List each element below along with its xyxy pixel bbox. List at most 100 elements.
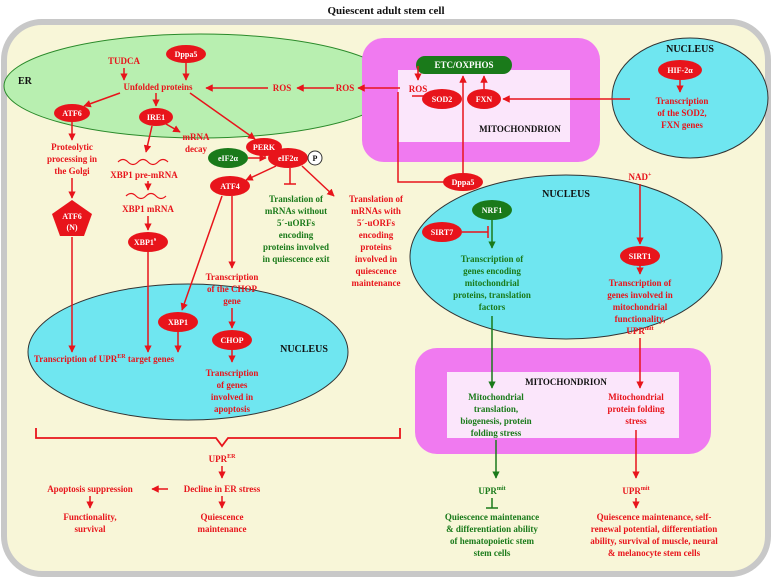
translation-with-uorf: Translation of mRNAs with 5´-uORFs encod…	[349, 194, 404, 288]
ire1-node	[139, 108, 173, 126]
proteolytic-text-3: the Golgi	[54, 166, 90, 176]
sirt1-node	[620, 246, 660, 266]
arrow-eif2ap-uorf	[301, 165, 335, 197]
mrna-decay-text-1: mRNA	[183, 132, 210, 142]
perk-label: PERK	[253, 143, 276, 152]
translation-no-uorf: Translation of mRNAs without 5´-uORFs en…	[263, 194, 330, 264]
hif2a-node	[658, 60, 702, 80]
arrow-ire1-xbp1pre	[143, 125, 153, 153]
functionality-text-2: survival	[74, 524, 106, 534]
mrna-decay-text-2: decay	[185, 144, 207, 154]
eif2a-p-node	[268, 148, 308, 168]
svg-text:translation,: translation,	[474, 404, 518, 414]
upr-mit-green-label: UPRmit	[478, 486, 505, 496]
svg-text:of hematopoietic stem: of hematopoietic stem	[450, 536, 534, 546]
upr-er-brace	[35, 428, 401, 448]
mitochondrion-top-label: MITOCHONDRION	[479, 124, 561, 134]
svg-text:Quiescence maintenance, self-: Quiescence maintenance, self-	[597, 512, 712, 522]
xbp1-mrna-label: XBP1 mRNA	[122, 204, 174, 214]
svg-text:of genes: of genes	[217, 380, 248, 390]
nucleus-left-label: NUCLEUS	[280, 344, 328, 355]
atf4-label: ATF4	[220, 182, 239, 191]
chop-text-2: of the CHOP	[207, 284, 257, 294]
sirt1-transcription-text: Transcription of genes involved in mitoc…	[607, 278, 673, 336]
atf6n-label-1: ATF6	[62, 212, 81, 221]
mito-green-text: Mitochondrial translation, biogenesis, p…	[460, 392, 531, 438]
inhibit-upr-green	[486, 498, 498, 509]
xbp1-label: XBP1	[168, 318, 188, 327]
eif2a-node	[208, 148, 248, 168]
svg-text:apoptosis: apoptosis	[214, 404, 251, 414]
svg-text:mitochondrial: mitochondrial	[613, 302, 668, 312]
svg-text:encoding: encoding	[359, 230, 394, 240]
svg-text:protein folding: protein folding	[607, 404, 665, 414]
svg-text:involved in: involved in	[211, 392, 253, 402]
svg-text:Quiescence maintenance: Quiescence maintenance	[445, 512, 539, 522]
sod2-fxn-transcription-3: FXN genes	[661, 120, 703, 130]
svg-text:maintenance: maintenance	[352, 278, 401, 288]
xbp1s-label: XBP1s	[134, 237, 157, 247]
nucleus-top	[611, 37, 769, 159]
inhibit-eif2ap-translation	[284, 168, 296, 185]
figure-title: Quiescent adult stem cell	[327, 5, 444, 17]
svg-text:Translation of: Translation of	[349, 194, 404, 204]
svg-text:mitochondrial: mitochondrial	[465, 278, 520, 288]
atf6-node	[54, 104, 90, 122]
unfolded-proteins-label: Unfolded proteins	[123, 82, 193, 92]
chop-node	[212, 330, 252, 350]
svg-text:Transcription: Transcription	[206, 368, 259, 378]
dppa5-mito-node	[443, 173, 483, 191]
proteolytic-text-2: processing in	[47, 154, 97, 164]
svg-text:quiescence: quiescence	[356, 266, 397, 276]
nrf1-transcription-text: Transcription of genes encoding mitochon…	[453, 254, 531, 312]
dppa5-mito-label: Dppa5	[452, 178, 475, 187]
svg-text:stem cells: stem cells	[474, 548, 511, 558]
arrow-eif2ap-atf4	[245, 165, 277, 181]
eif2a-p-label: eIF2α	[278, 154, 299, 163]
quiescence-text-2: maintenance	[198, 524, 247, 534]
quiescence-text-1: Quiescence	[201, 512, 244, 522]
eif2a-label: eIF2α	[218, 154, 239, 163]
upr-er-targets-label: Transcription of UPRER target genes	[34, 354, 175, 364]
arrow-ire1-decay	[165, 123, 181, 133]
ire1-label: IRE1	[147, 113, 165, 122]
xbp1s-node	[128, 232, 168, 252]
svg-text:ability, survival of muscle, n: ability, survival of muscle, neural	[590, 536, 718, 546]
svg-text:5´-uORFs: 5´-uORFs	[357, 218, 395, 228]
proteolytic-text-1: Proteolytic	[51, 142, 93, 152]
svg-text:& differentiation ability: & differentiation ability	[446, 524, 538, 534]
arrow-atf4-xbp1	[180, 195, 223, 311]
svg-text:Mitochondrial: Mitochondrial	[468, 392, 524, 402]
svg-text:& melanocyte stem cells: & melanocyte stem cells	[608, 548, 701, 558]
atf6-label: ATF6	[62, 109, 81, 118]
arrow-unfolded-atf6	[83, 92, 121, 108]
atf6n-node	[52, 200, 92, 236]
svg-text:biogenesis, protein: biogenesis, protein	[460, 416, 531, 426]
svg-text:renewal potential, differentia: renewal potential, differentiation	[591, 524, 717, 534]
fxn-label: FXN	[476, 95, 493, 104]
apoptosis-transcription: Transcription of genes involved in apopt…	[206, 368, 259, 414]
etc-oxphos-node	[416, 56, 512, 74]
sirt1-label: SIRT1	[629, 252, 651, 261]
svg-text:involved in: involved in	[355, 254, 397, 264]
xbp1-node	[158, 312, 198, 332]
svg-text:stress: stress	[625, 416, 647, 426]
svg-text:Transcription of: Transcription of	[461, 254, 525, 264]
sod2-fxn-transcription-2: of the SOD2,	[657, 108, 706, 118]
inhibit-dppa5-ros	[397, 92, 445, 183]
atf6n-label-2: (N)	[66, 223, 77, 232]
svg-text:proteins, translation: proteins, translation	[453, 290, 531, 300]
ros-outer-label: ROS	[336, 83, 355, 93]
svg-text:mRNAs with: mRNAs with	[351, 206, 401, 216]
xbp1-pre-wave	[117, 158, 169, 166]
dppa5-er-label: Dppa5	[175, 50, 198, 59]
dppa5-er-node	[166, 45, 206, 63]
svg-text:5´-uORFs: 5´-uORFs	[277, 218, 315, 228]
tudca-label: TUDCA	[108, 56, 141, 66]
ros-er-label: ROS	[273, 83, 292, 93]
inhibit-sirt7-nrf1	[462, 226, 489, 238]
chop-text-1: Transcription	[206, 272, 259, 282]
nucleus-top-label: NUCLEUS	[666, 44, 714, 55]
sirt7-node	[422, 222, 462, 242]
